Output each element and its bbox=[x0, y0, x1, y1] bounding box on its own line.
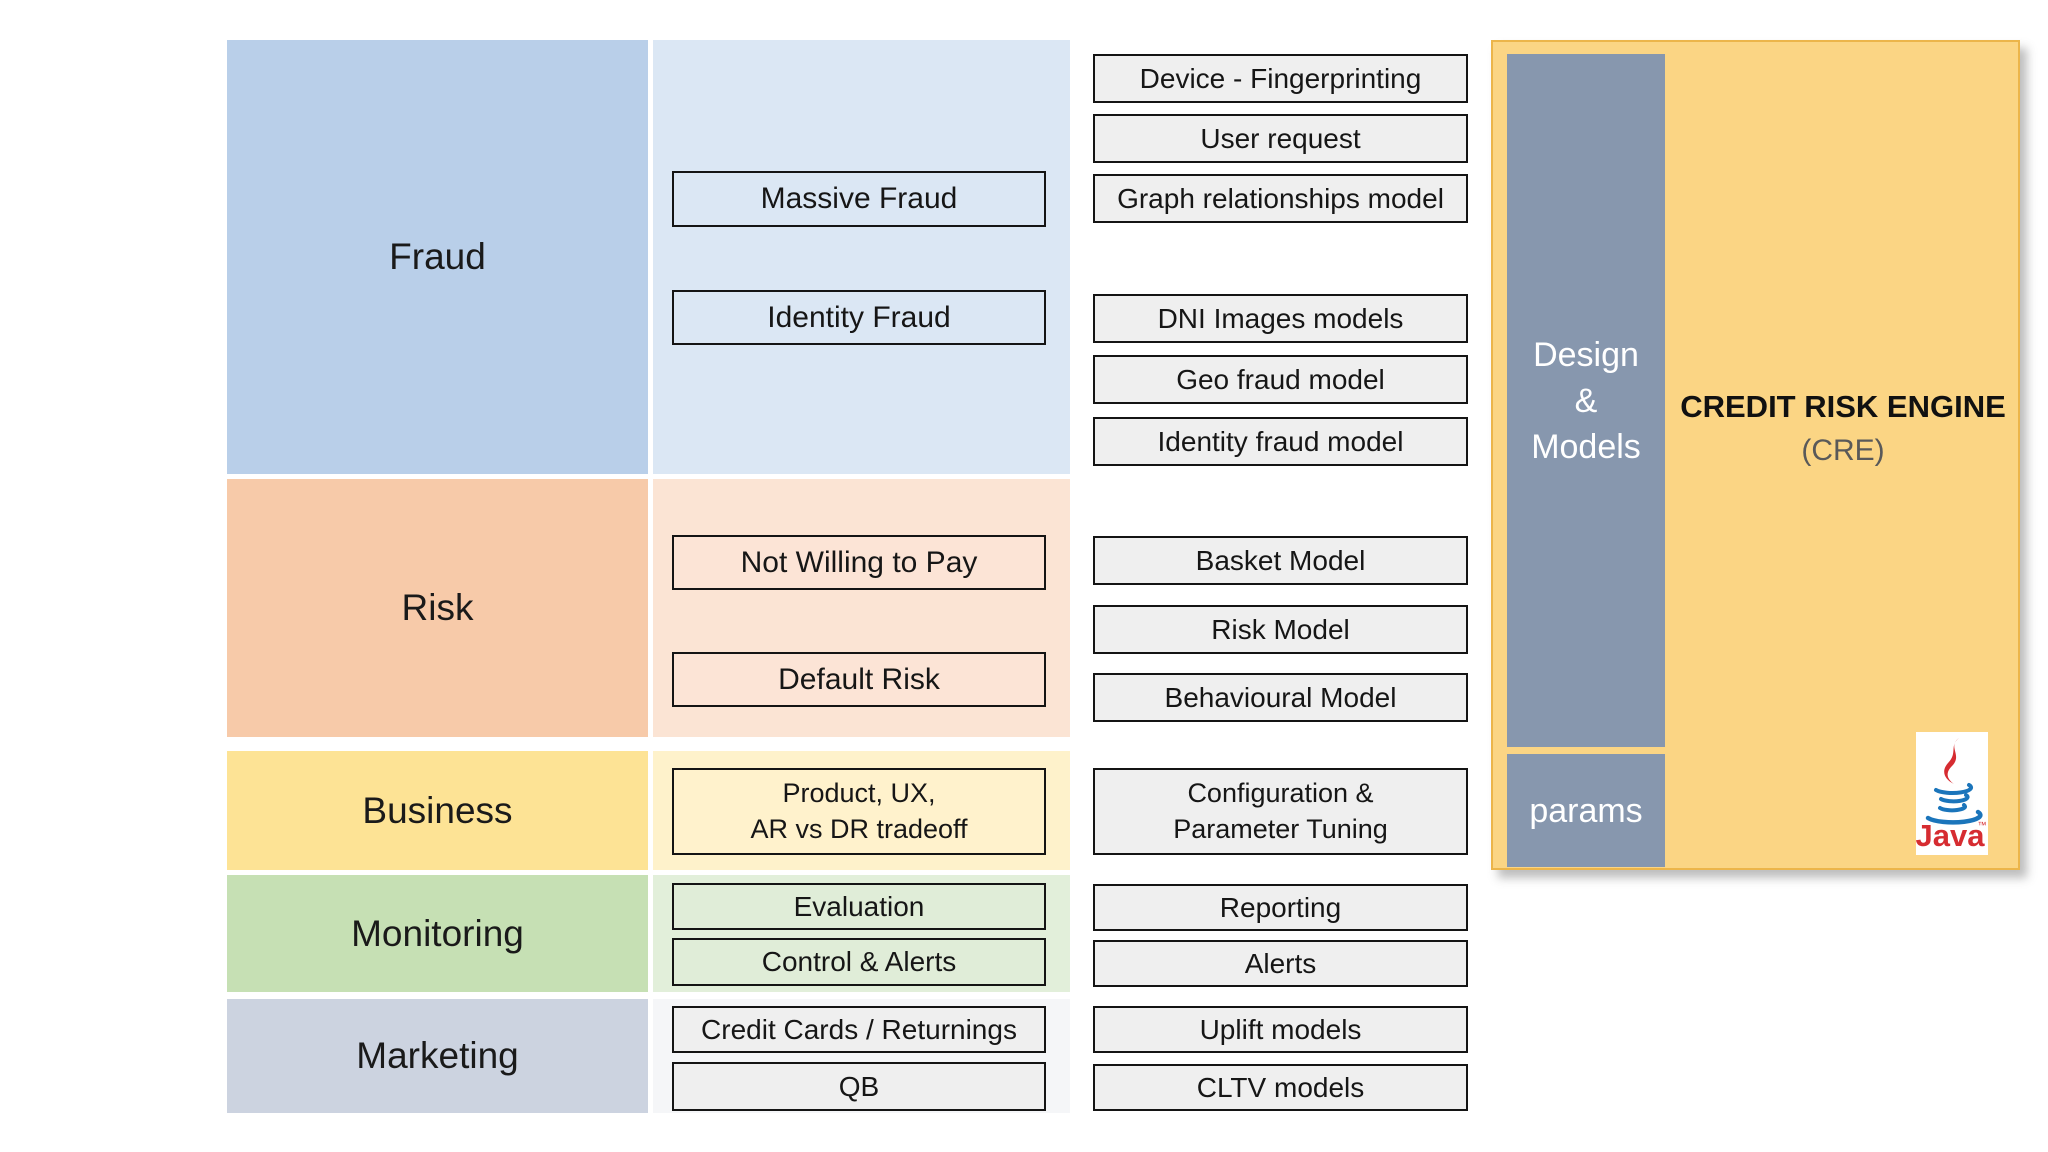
model-label: Behavioural Model bbox=[1164, 681, 1397, 713]
model-label: Graph relationships model bbox=[1117, 182, 1444, 214]
model-label: Risk Model bbox=[1211, 613, 1350, 645]
java-cup-icon bbox=[1938, 803, 1968, 813]
design-models-bar: Design & Models bbox=[1507, 54, 1665, 747]
model-label: Basket Model bbox=[1195, 544, 1366, 576]
engine-subtitle: (CRE) bbox=[1801, 434, 1885, 467]
subtopic-label: Not Willing to Pay bbox=[740, 545, 978, 579]
model-box-risk-model: Risk Model bbox=[1093, 605, 1468, 654]
java-logo: Java ™ bbox=[1916, 732, 1988, 855]
subtopic-box-product-ux: Product, UX, AR vs DR tradeoff bbox=[672, 768, 1046, 855]
model-box-user-request: User request bbox=[1093, 114, 1468, 163]
subtopic-box-credit-cards-returnings: Credit Cards / Returnings bbox=[672, 1006, 1046, 1053]
model-label: Uplift models bbox=[1199, 1013, 1362, 1045]
subtopic-box-qb: QB bbox=[672, 1062, 1046, 1111]
model-box-alerts: Alerts bbox=[1093, 940, 1468, 987]
subtopic-label: Control & Alerts bbox=[761, 946, 957, 977]
category-block-monitoring: Monitoring bbox=[227, 875, 648, 992]
model-label: User request bbox=[1200, 122, 1361, 154]
category-block-marketing: Marketing bbox=[227, 999, 648, 1113]
java-wordmark: Java bbox=[1916, 818, 1985, 853]
model-box-uplift-models: Uplift models bbox=[1093, 1006, 1468, 1053]
model-box-dni-images: DNI Images models bbox=[1093, 294, 1468, 343]
subtopic-label: Evaluation bbox=[793, 890, 925, 922]
model-box-identity-fraud-model: Identity fraud model bbox=[1093, 417, 1468, 466]
model-label: Configuration & Parameter Tuning bbox=[1173, 778, 1388, 844]
model-box-cltv-models: CLTV models bbox=[1093, 1064, 1468, 1111]
model-box-reporting: Reporting bbox=[1093, 884, 1468, 931]
design-models-label: Design & Models bbox=[1531, 335, 1641, 466]
engine-title-block: CREDIT RISK ENGINE (CRE) bbox=[1671, 385, 2015, 473]
category-tint-fraud bbox=[653, 40, 1070, 474]
category-block-business: Business bbox=[227, 751, 648, 870]
model-box-basket-model: Basket Model bbox=[1093, 536, 1468, 585]
category-label: Fraud bbox=[389, 236, 486, 277]
category-label: Risk bbox=[401, 587, 474, 628]
model-box-geo-fraud: Geo fraud model bbox=[1093, 355, 1468, 404]
params-bar: params bbox=[1507, 754, 1665, 867]
category-label: Marketing bbox=[356, 1035, 519, 1076]
model-box-device-fingerprinting: Device - Fingerprinting bbox=[1093, 54, 1468, 103]
model-label: Identity fraud model bbox=[1157, 425, 1404, 457]
subtopic-box-control-alerts: Control & Alerts bbox=[672, 938, 1046, 986]
credit-risk-engine-panel: Design & Models params CREDIT RISK ENGIN… bbox=[1491, 40, 2020, 870]
java-cup-icon bbox=[1934, 783, 1974, 795]
model-label: Geo fraud model bbox=[1176, 363, 1385, 395]
subtopic-label: Credit Cards / Returnings bbox=[701, 1013, 1017, 1045]
model-box-graph-relationships: Graph relationships model bbox=[1093, 174, 1468, 223]
subtopic-label: Default Risk bbox=[778, 662, 940, 696]
subtopic-box-massive-fraud: Massive Fraud bbox=[672, 171, 1046, 227]
model-box-configuration-parameter-tuning: Configuration & Parameter Tuning bbox=[1093, 768, 1468, 855]
category-block-risk: Risk bbox=[227, 479, 648, 737]
category-block-fraud: Fraud bbox=[227, 40, 648, 474]
model-label: DNI Images models bbox=[1157, 302, 1404, 334]
subtopic-label: Identity Fraud bbox=[767, 300, 951, 334]
subtopic-label: Massive Fraud bbox=[760, 182, 958, 215]
subtopic-label: Product, UX, AR vs DR tradeoff bbox=[750, 778, 968, 844]
model-label: CLTV models bbox=[1196, 1071, 1365, 1103]
java-logo-icon: Java ™ bbox=[1916, 738, 1987, 853]
java-cup-icon bbox=[1939, 793, 1970, 804]
subtopic-label: QB bbox=[838, 1070, 880, 1102]
model-label: Alerts bbox=[1244, 947, 1317, 979]
java-steam-icon bbox=[1944, 738, 1959, 784]
category-label: Business bbox=[362, 789, 513, 831]
model-label: Device - Fingerprinting bbox=[1139, 62, 1422, 94]
model-label: Reporting bbox=[1219, 891, 1342, 923]
subtopic-box-identity-fraud: Identity Fraud bbox=[672, 290, 1046, 345]
subtopic-box-default-risk: Default Risk bbox=[672, 652, 1046, 707]
java-cup-icon bbox=[1925, 809, 1983, 825]
java-trademark: ™ bbox=[1978, 820, 1987, 830]
subtopic-box-not-willing-to-pay: Not Willing to Pay bbox=[672, 535, 1046, 590]
category-label: Monitoring bbox=[351, 912, 524, 954]
subtopic-box-evaluation: Evaluation bbox=[672, 883, 1046, 930]
params-label: params bbox=[1529, 791, 1643, 830]
engine-title: CREDIT RISK ENGINE bbox=[1680, 389, 2006, 424]
model-box-behavioural-model: Behavioural Model bbox=[1093, 673, 1468, 722]
